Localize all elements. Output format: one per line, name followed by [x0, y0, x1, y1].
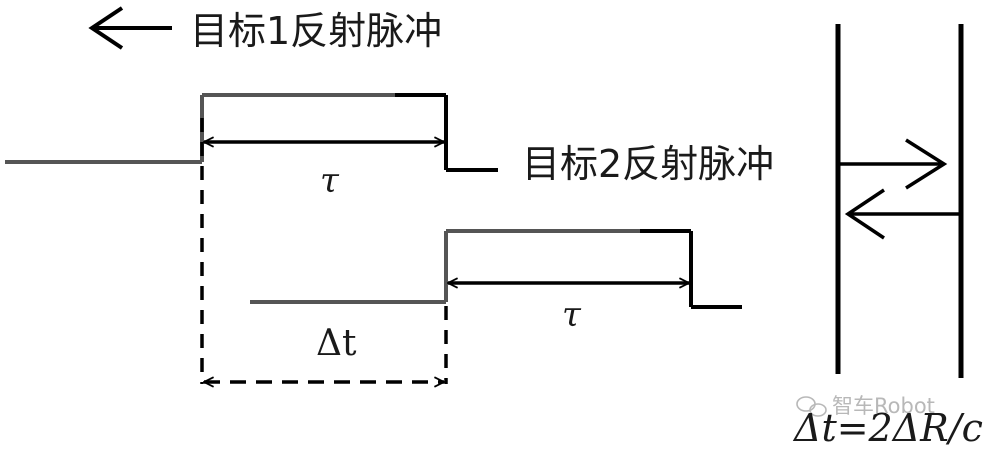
pulse1-tau-label: τ — [320, 161, 340, 201]
pulse1-label: 目标1反射脉冲 — [190, 9, 442, 53]
delta-t-label: Δt — [316, 323, 357, 364]
watermark-text: 智车Robot — [832, 394, 935, 418]
return-arrow-head — [844, 188, 885, 240]
pulse2-waveform — [250, 229, 742, 309]
outgoing-arrow-head — [905, 138, 948, 190]
wechat-icon — [796, 396, 827, 417]
pulse2-tau-label: τ — [562, 295, 582, 335]
pulse1-direction-arrow — [88, 6, 172, 50]
formula-label: Δt=2ΔR/c — [792, 406, 983, 450]
pulse1-waveform — [5, 93, 498, 172]
pulse2-label: 目标2反射脉冲 — [522, 142, 774, 186]
